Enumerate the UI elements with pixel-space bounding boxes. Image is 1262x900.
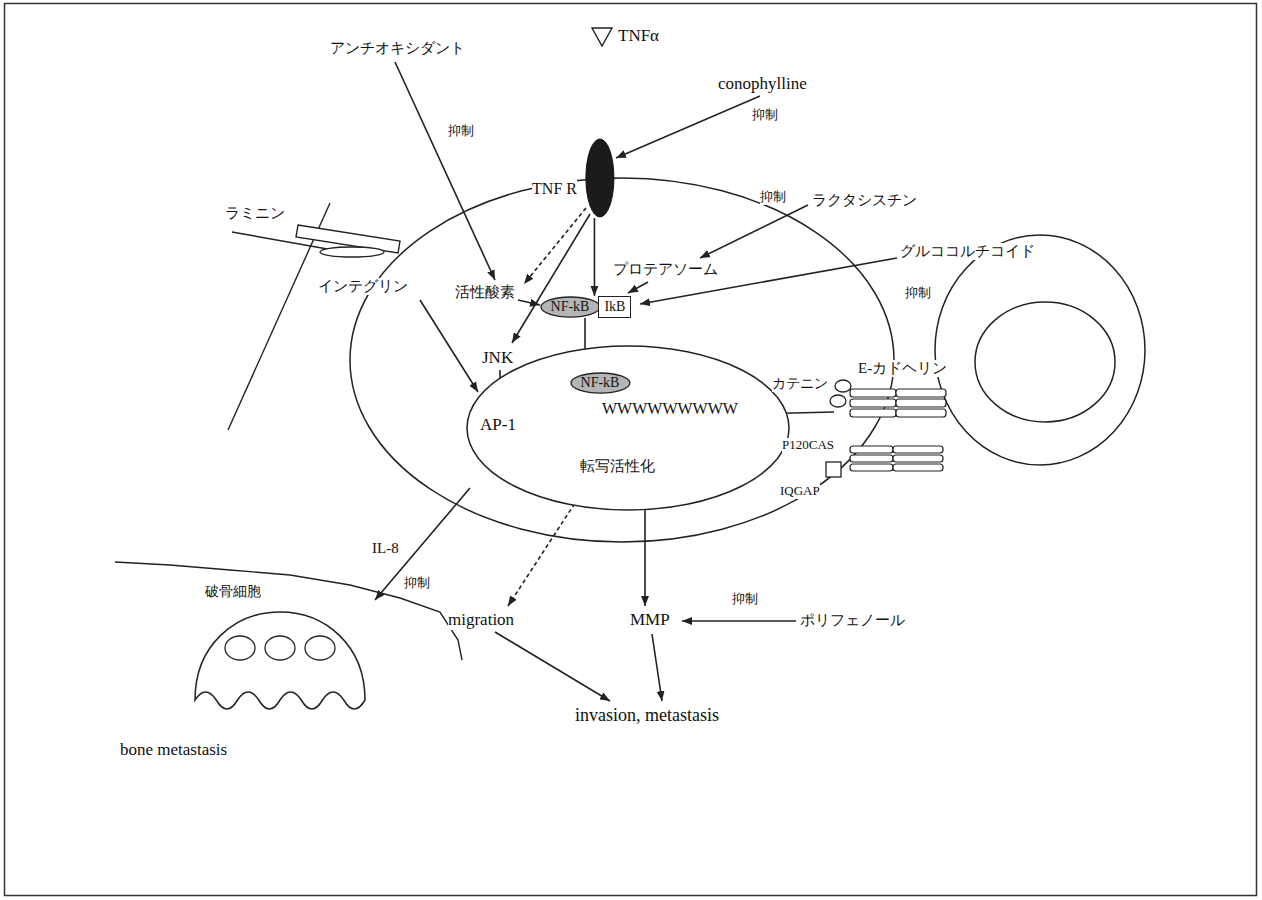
signal-arrow	[495, 632, 610, 701]
molecule-label: JNK	[482, 348, 513, 368]
cadherin-bar	[850, 409, 896, 417]
inhibition-label: 抑制	[760, 190, 786, 205]
cell-membrane	[350, 178, 894, 542]
catenin-oval	[835, 380, 851, 392]
cadherin-bar	[850, 399, 896, 407]
molecule-label: MMP	[630, 610, 670, 630]
molecule-label: IL-8	[372, 540, 399, 557]
cadherin-bar	[893, 455, 943, 462]
inhibition-label: 抑制	[404, 576, 430, 591]
ligand-label: TNFα	[618, 26, 659, 46]
node-label: 転写活性化	[580, 458, 655, 475]
nucleus-shape	[467, 346, 789, 510]
signal-arrow	[652, 634, 662, 701]
inhibition-arrow	[616, 96, 760, 158]
node-label: IkB	[604, 299, 625, 315]
protein-box: IkB	[598, 296, 631, 318]
inhibition-arrow	[395, 62, 495, 280]
catenin-oval	[830, 395, 846, 407]
cadherin-bar	[850, 455, 893, 462]
node-label: AP-1	[480, 415, 516, 435]
inhibition-label: 抑制	[732, 592, 758, 607]
outcome-label: invasion, metastasis	[575, 705, 719, 726]
molecule-label: インテグリン	[318, 278, 408, 295]
protein-oval: NF-kB	[570, 372, 631, 394]
protein-shape	[541, 297, 600, 317]
layout-arrows	[375, 62, 897, 701]
nucleus: AP-1 WWWWWWWWW 転写活性化 NF-kB	[466, 345, 790, 511]
molecule-label: プロテアソーム	[613, 261, 718, 278]
receptor: TNF R	[532, 138, 615, 218]
cadherin-bar	[850, 389, 896, 397]
osteoclast-nucleus	[265, 636, 295, 660]
node-label: TNF R	[532, 180, 577, 198]
node-outline	[532, 138, 615, 218]
signal-arrow	[420, 300, 478, 392]
osteoclast	[195, 612, 365, 709]
inhibition-arrow	[700, 205, 808, 258]
molecule-label: ラミニン	[225, 205, 285, 222]
cadherin-bar	[896, 409, 946, 417]
signal-arrow	[628, 282, 648, 293]
inhibition-label: 抑制	[448, 124, 474, 139]
tnf-triangle	[592, 28, 612, 46]
molecule-label: 活性酸素	[455, 284, 515, 301]
protein-shape	[571, 373, 630, 393]
drug-label: グルココルチコイド	[900, 243, 1035, 260]
outcome-label: bone metastasis	[120, 740, 227, 760]
inhibition-arrow	[682, 620, 796, 622]
inhibition-label: 抑制	[752, 108, 778, 123]
signal-arrow	[512, 214, 590, 343]
bone-surface	[115, 562, 462, 660]
signal-arrow	[518, 300, 540, 305]
inhibition-label: 抑制	[905, 286, 931, 301]
neighbour-cell	[935, 235, 1145, 465]
drug-label: アンチオキシダント	[330, 40, 465, 57]
drug-label: ポリフェノール	[800, 612, 905, 629]
cadherin-bar	[850, 446, 893, 453]
molecule-label: P120CAS	[782, 438, 834, 453]
cadherin-bars	[850, 389, 946, 471]
cadherin-bar	[896, 399, 946, 407]
molecule-label: E-カドヘリン	[858, 360, 947, 377]
drug-label: conophylline	[718, 74, 807, 94]
node-label: NF-kB	[551, 299, 590, 315]
protein-oval: NF-kB	[540, 296, 601, 318]
molecule-label: IQGAP	[780, 484, 820, 499]
node-label: WWWWWWWWW	[602, 400, 738, 418]
iqgap-square	[826, 462, 841, 477]
cadherin-bar	[850, 464, 893, 471]
node-label: NF-kB	[581, 375, 620, 391]
receptor-shape	[586, 139, 614, 217]
cadherin-bar	[893, 464, 943, 471]
integrin-oval	[320, 247, 384, 257]
process-label: migration	[448, 610, 514, 630]
signal-arrow	[594, 218, 596, 296]
osteoclast-nucleus	[305, 636, 335, 660]
cadherin-bar	[896, 389, 946, 397]
cell-label: 破骨細胞	[205, 584, 261, 600]
cadherin-bar	[893, 446, 943, 453]
osteoclast-nucleus	[225, 636, 255, 660]
molecule-label: カテニン	[772, 376, 828, 392]
drug-label: ラクタシスチン	[812, 192, 917, 209]
frame	[5, 4, 1257, 896]
neighbour-nucleus	[975, 302, 1115, 422]
